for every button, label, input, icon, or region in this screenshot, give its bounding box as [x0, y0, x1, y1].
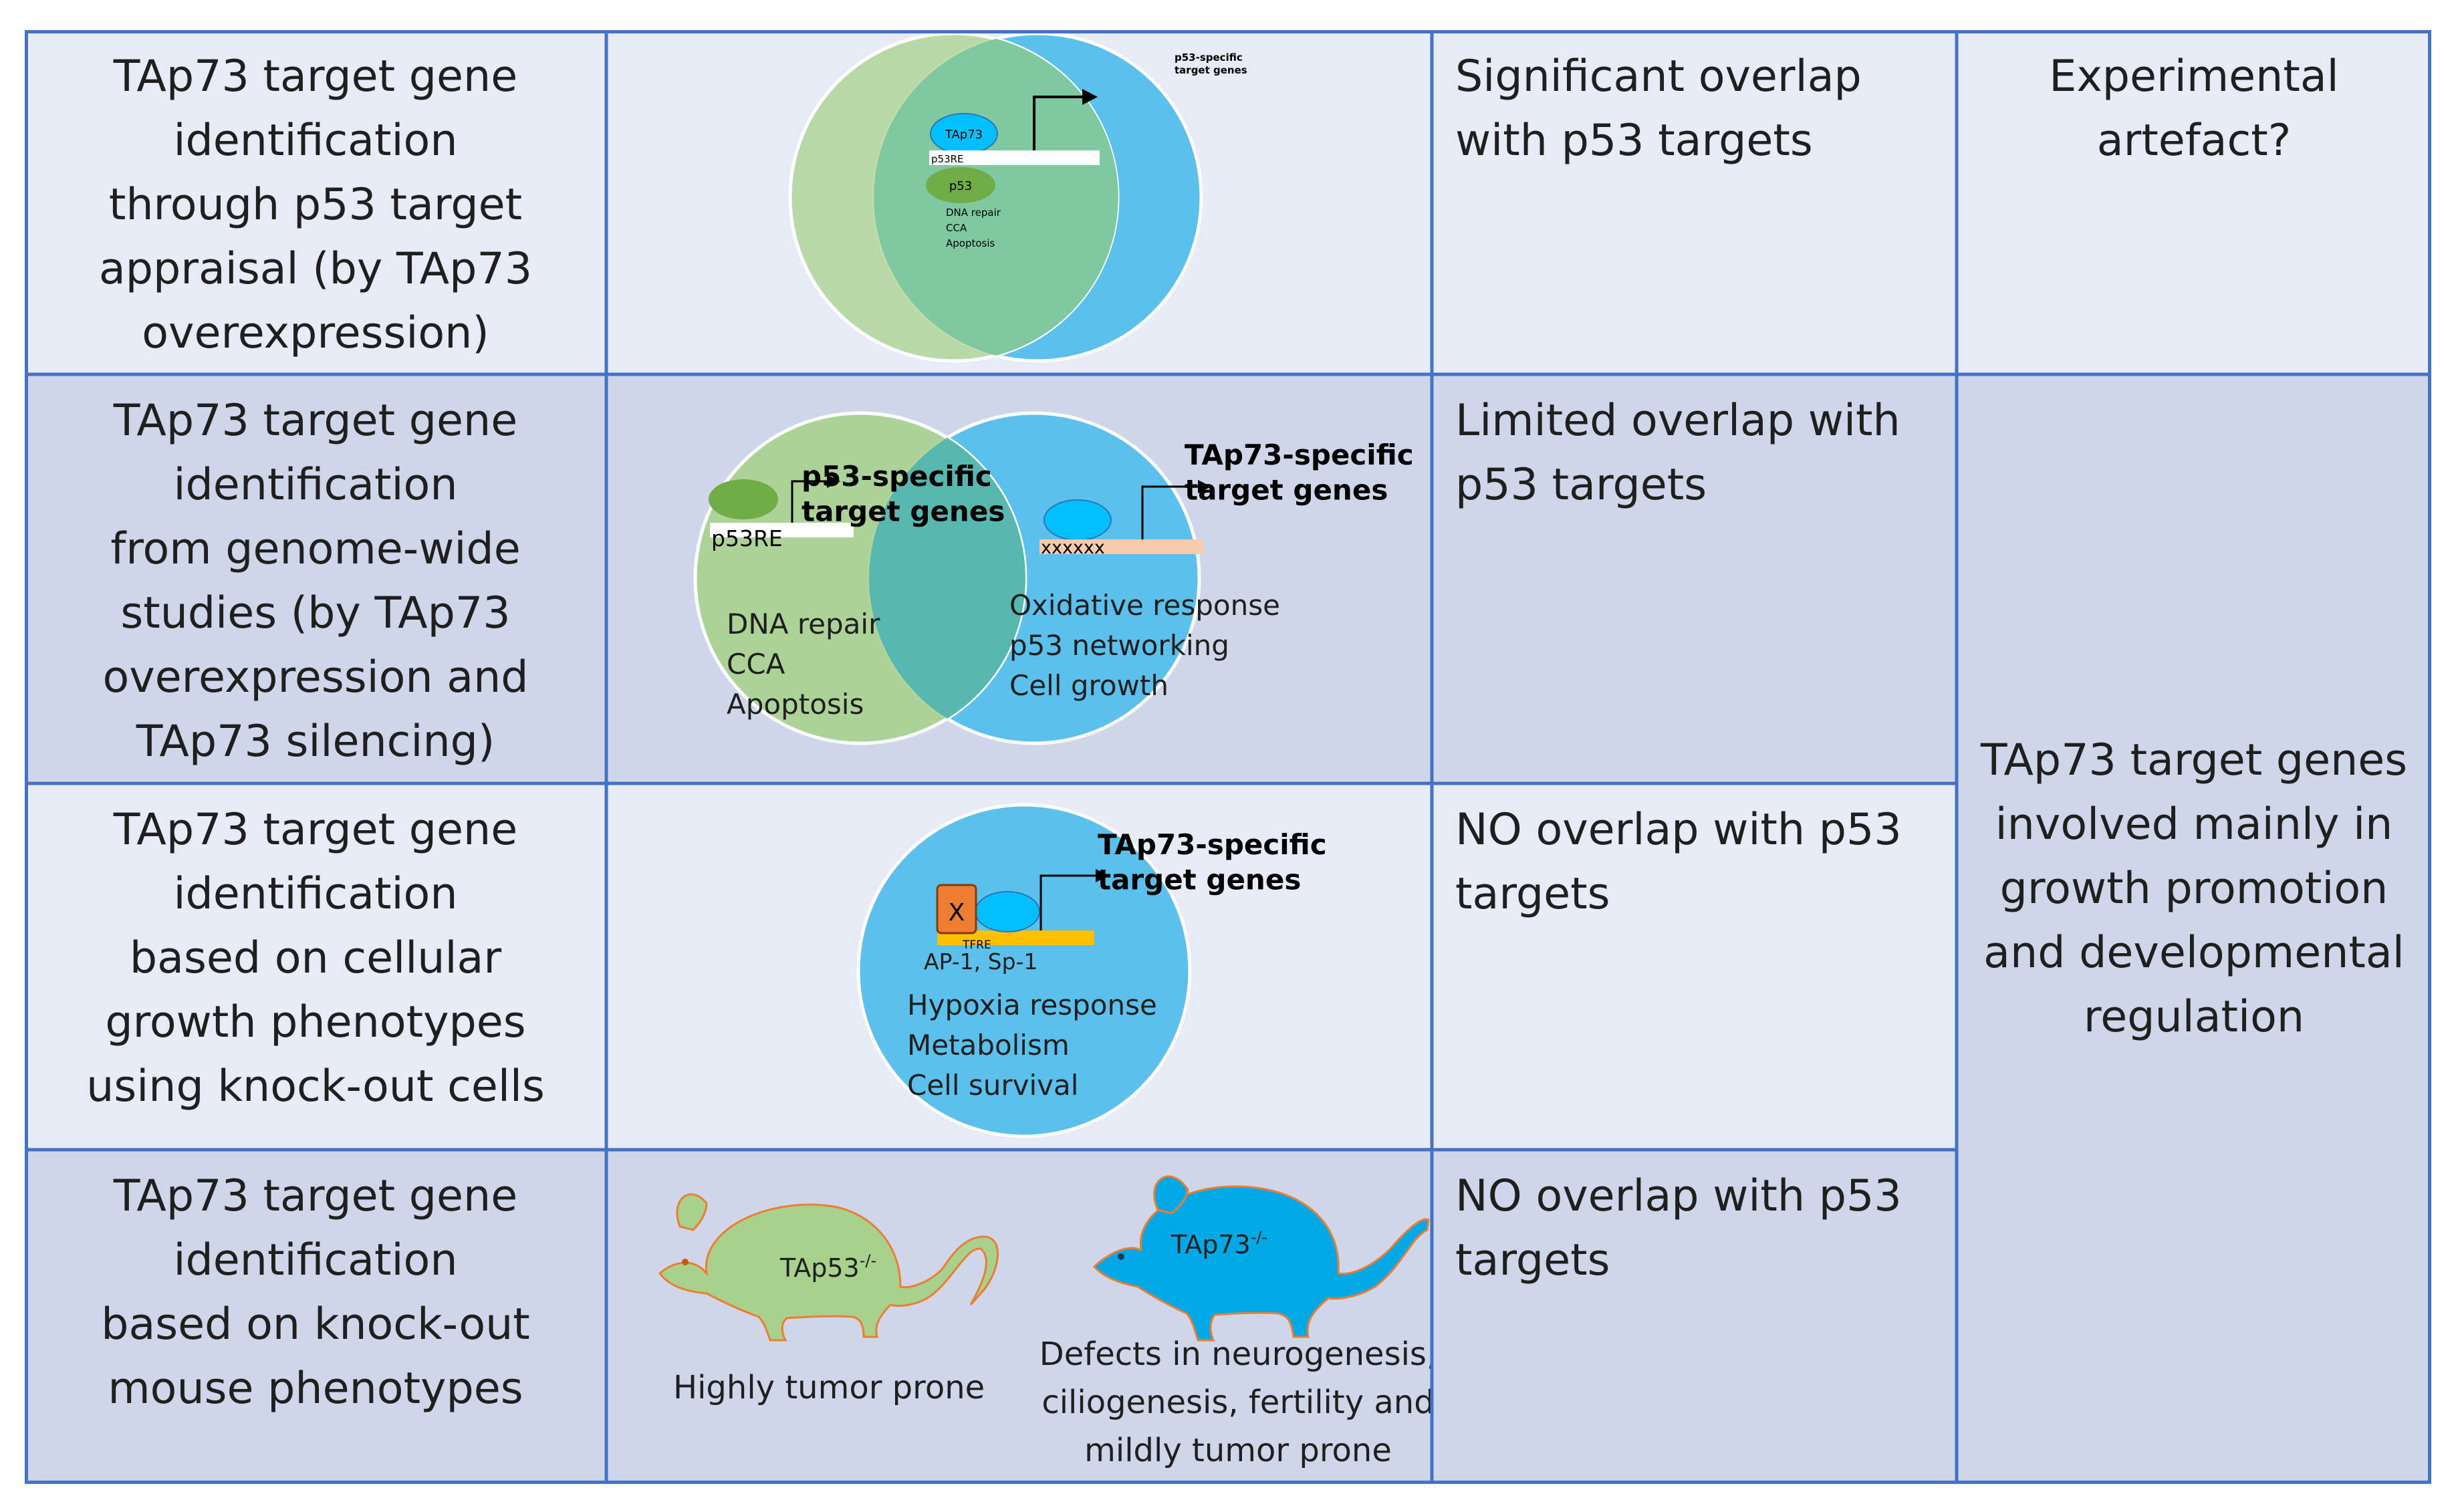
- row1-interpretation: Experimental artefact?: [1957, 30, 2431, 374]
- mouse1-caption: Highly tumor prone: [673, 1369, 985, 1406]
- mouse2-genotype-sup: -/-: [1251, 1228, 1267, 1247]
- tap73-function-growth: Cell growth: [1009, 669, 1169, 702]
- function-survival: Cell survival: [907, 1069, 1078, 1102]
- eye-shape: [1118, 1253, 1124, 1260]
- tap73-response-element: [1039, 539, 1203, 554]
- transcription-arrow: [1033, 96, 1088, 150]
- transcription-arrowhead: [1082, 89, 1098, 105]
- p53-protein-label: p53: [949, 179, 972, 193]
- tap73-function-networking: p53 networking: [1009, 629, 1229, 662]
- p53-protein-shape: [926, 167, 995, 203]
- mouse1-genotype-label: TAp53-/-: [779, 1251, 876, 1283]
- p53-specific-title-text-line: target genes: [802, 495, 1005, 528]
- row4-mouse-diagram: TAp53-/- Highly tumor prone TAp73-/- Def…: [658, 1175, 1437, 1469]
- p53-specific-title-text: p53-specific: [802, 460, 992, 493]
- row1-approach: TAp73 target gene identification through…: [25, 30, 606, 374]
- ear-shape: [676, 1193, 708, 1231]
- row2-approach: TAp73 target gene identification from ge…: [25, 374, 606, 783]
- mouse1-genotype-base: TAp53: [779, 1253, 860, 1283]
- tap73-specific-title-text-line: target genes: [1098, 864, 1301, 896]
- mouse2-genotype-label: TAp73-/-: [1171, 1228, 1267, 1259]
- transcription-arrow: [1039, 874, 1098, 930]
- ear-shape: [1153, 1175, 1189, 1215]
- tfre-label: TFRE: [962, 938, 991, 952]
- function-apoptosis: Apoptosis: [946, 237, 995, 249]
- table-grid-lines: [25, 30, 2431, 1484]
- row3-approach: TAp73 target gene identification based o…: [25, 783, 606, 1150]
- p53re-element: [710, 523, 854, 537]
- function-hypoxia: Hypoxia response: [907, 989, 1157, 1021]
- p53-function-cca: CCA: [727, 648, 785, 680]
- mouse2-caption-line2: ciliogenesis, fertility and: [1041, 1384, 1432, 1421]
- p53re-label: p53RE: [711, 525, 783, 551]
- eye-shape: [682, 1259, 689, 1265]
- row4-finding: NO overlap with p53 targets: [1432, 1150, 1957, 1484]
- function-metabolism: Metabolism: [907, 1029, 1070, 1061]
- row4-approach: TAp73 target gene identification based o…: [25, 1150, 606, 1484]
- tap73-protein-label: TAp73: [945, 128, 983, 142]
- tap73-specific-title-text: TAp73-specific: [1185, 438, 1414, 471]
- tap73-specific-title-text: TAp73-specific: [1098, 828, 1327, 861]
- function-cca: CCA: [946, 222, 967, 234]
- transcription-arrowhead: [1096, 869, 1109, 882]
- factor-x-shape: [936, 884, 977, 934]
- summary-table: TAp73 target gene identification through…: [25, 30, 2431, 1484]
- p53-function-apoptosis: Apoptosis: [727, 688, 864, 721]
- row4-diagram-cell: TAp53-/- Highly tumor prone TAp73-/- Def…: [606, 1150, 1437, 1484]
- overlap-region: [874, 39, 1118, 356]
- overlap-region: [869, 438, 1025, 719]
- merged-interpretation: TAp73 target genes involved mainly in gr…: [1980, 735, 2408, 1042]
- element-label: xxxxxx: [1041, 537, 1105, 558]
- factor-x-label: X: [949, 899, 965, 926]
- mouse2-genotype-base: TAp73: [1171, 1230, 1251, 1259]
- row3-finding: NO overlap with p53 targets: [1432, 783, 1957, 1150]
- merged-interpretation-cell: TAp73 target genes involved mainly in gr…: [1957, 374, 2431, 1484]
- tap73-transcription-arrow: [1141, 485, 1201, 539]
- mouse2-caption-line3: mildly tumor prone: [1084, 1432, 1392, 1469]
- tfre-element: [937, 930, 1094, 945]
- tap73-transcription-arrowhead: [1198, 480, 1211, 493]
- p53re-label: p53RE: [931, 153, 964, 165]
- factors-label: AP-1, Sp-1: [924, 949, 1037, 975]
- tiny-title-text: p53-specific: [1175, 51, 1243, 64]
- mouse2-caption-line1: Defects in neurogenesis,: [1039, 1336, 1432, 1373]
- p53-transcription-arrow: [791, 480, 830, 523]
- tap73-knockout-mouse: [1092, 1175, 1430, 1342]
- function-dna-repair: DNA repair: [946, 207, 1001, 219]
- row2-finding: Limited overlap with p53 targets: [1432, 374, 1957, 783]
- p53re-element: [929, 150, 1100, 165]
- tap73-specific-title-text-line: target genes: [1185, 474, 1388, 507]
- tap73-function-oxidative: Oxidative response: [1009, 589, 1280, 622]
- tap53-knockout-mouse: [658, 1193, 999, 1342]
- row1-finding: Significant overlap with p53 targets: [1432, 30, 1957, 374]
- p53-transcription-arrowhead: [827, 475, 840, 488]
- tiny-title-text-line: target genes: [1175, 64, 1247, 76]
- p53-function-dna-repair: DNA repair: [727, 608, 880, 640]
- p53-protein-shape: [709, 479, 778, 519]
- mouse1-genotype-sup: -/-: [860, 1251, 876, 1270]
